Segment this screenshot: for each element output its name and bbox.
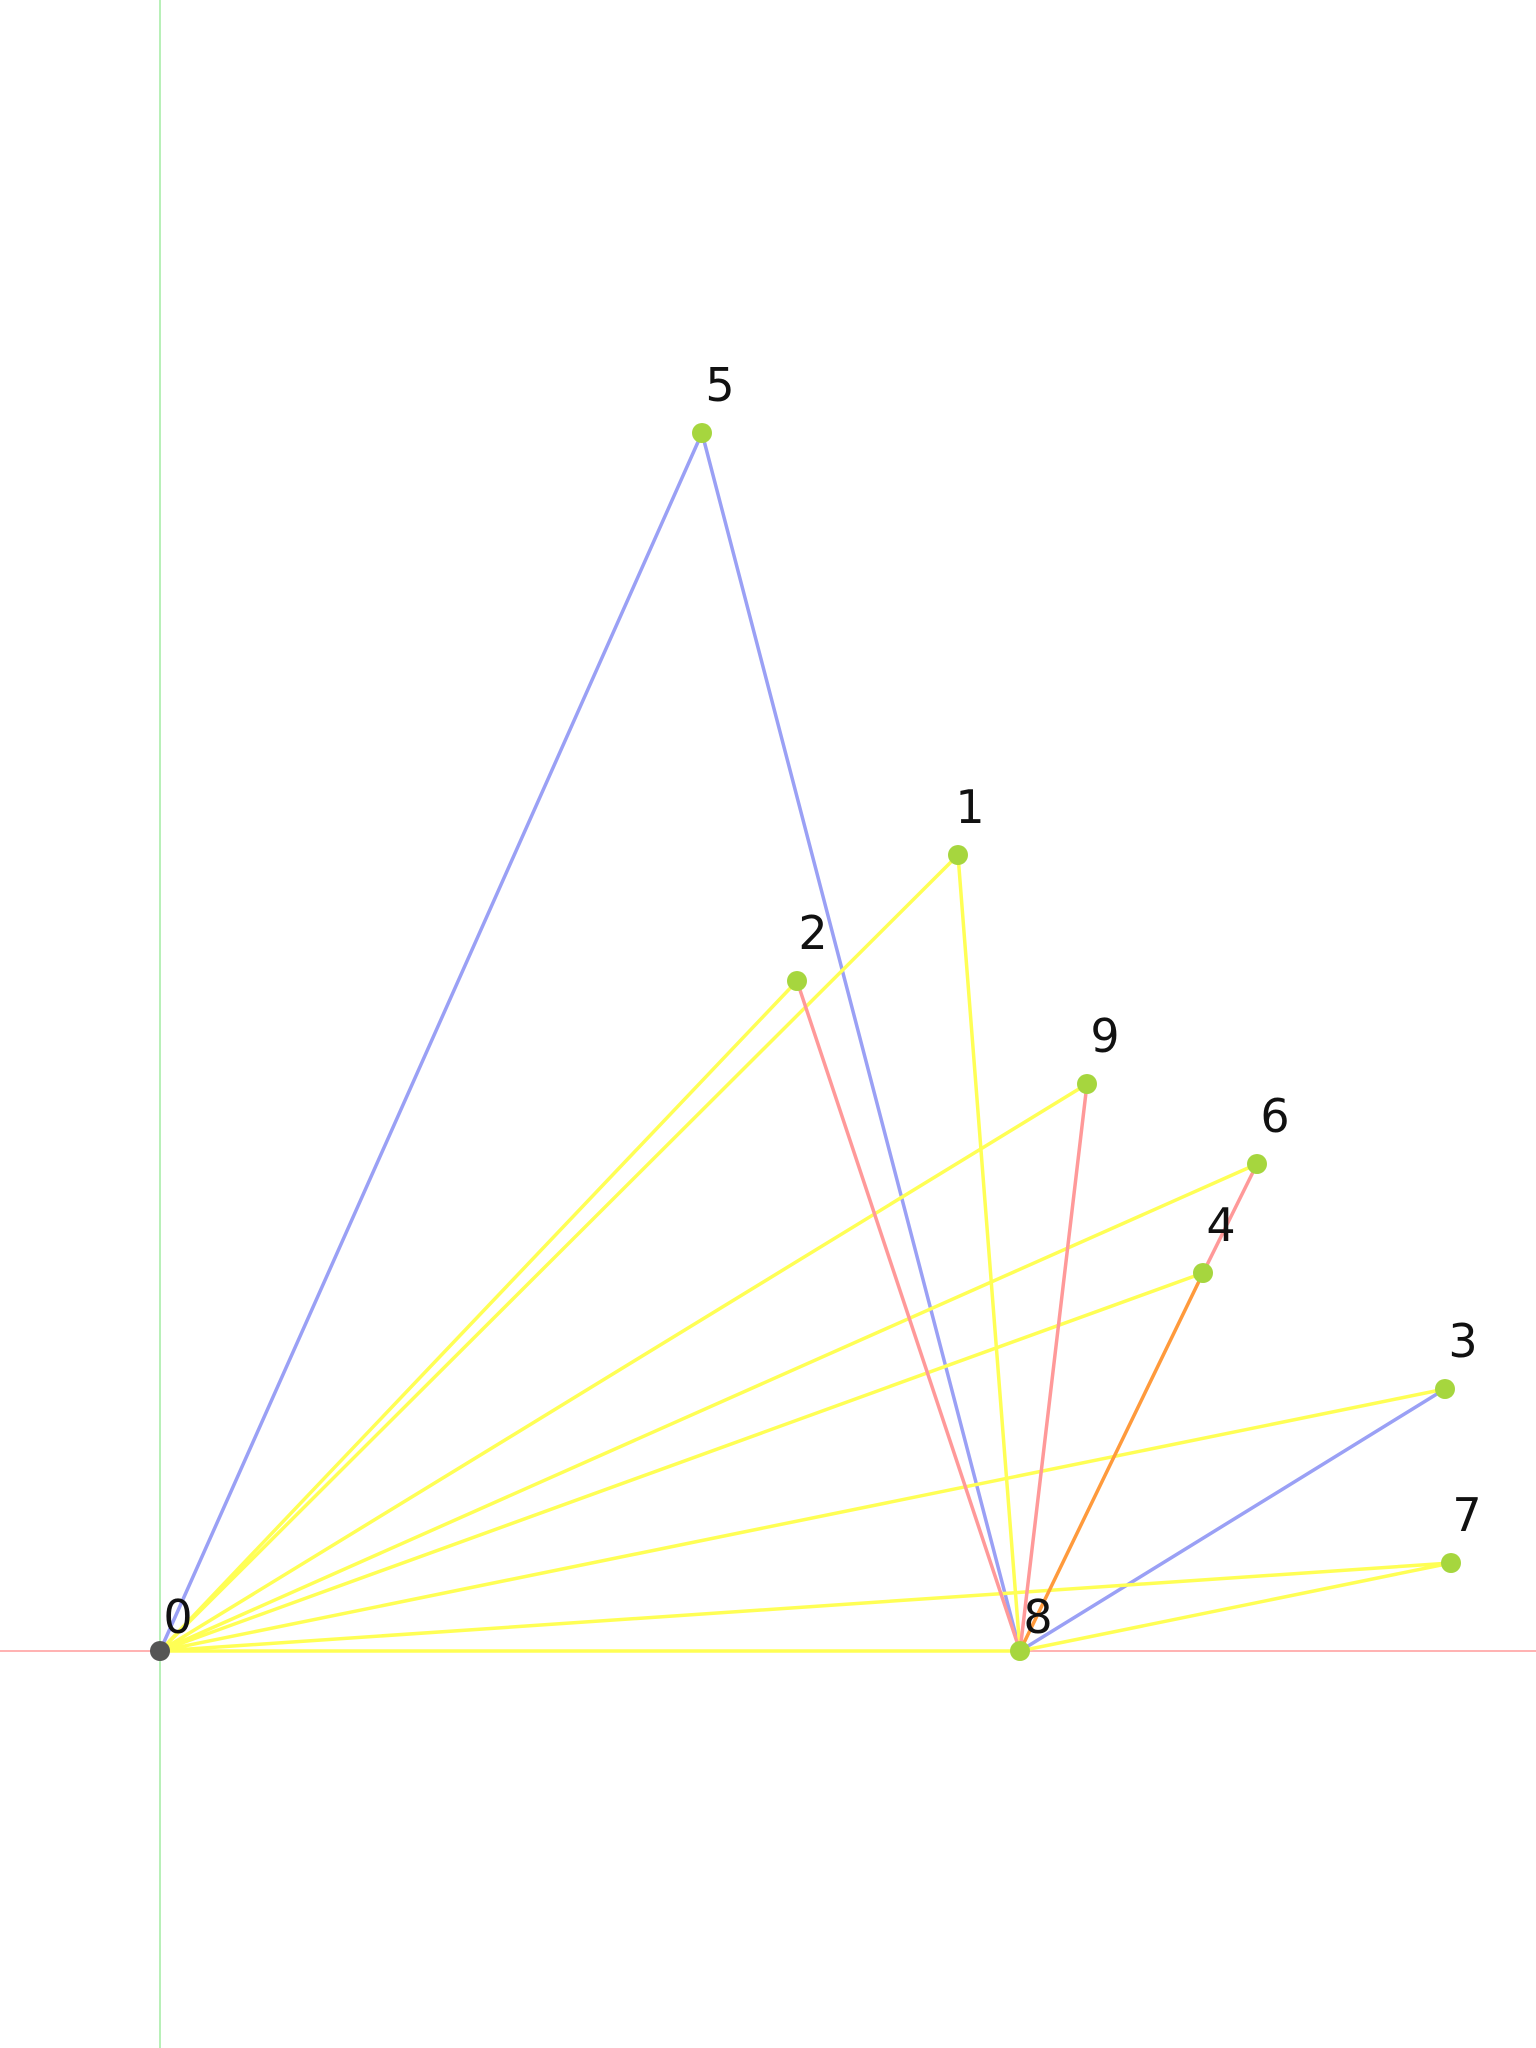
node-1 xyxy=(948,845,968,865)
node-label-9: 9 xyxy=(1090,1009,1119,1063)
node-label-4: 4 xyxy=(1206,1198,1235,1252)
edge-0-3 xyxy=(158,1387,1447,1653)
edge-0-7 xyxy=(158,1561,1453,1653)
edge-8-7 xyxy=(1018,1561,1453,1653)
node-4 xyxy=(1193,1263,1213,1283)
node-7 xyxy=(1441,1553,1461,1573)
edge-0-5 xyxy=(158,431,704,1653)
edge-6-4 xyxy=(1201,1162,1259,1275)
nodes-layer xyxy=(150,423,1461,1661)
node-3 xyxy=(1435,1379,1455,1399)
node-label-2: 2 xyxy=(798,906,827,960)
node-label-3: 3 xyxy=(1448,1314,1477,1368)
edge-8-3 xyxy=(1018,1387,1447,1653)
node-label-8: 8 xyxy=(1023,1590,1052,1644)
node-6 xyxy=(1247,1154,1267,1174)
edge-0-9 xyxy=(158,1082,1089,1653)
node-label-5: 5 xyxy=(705,358,734,412)
node-2 xyxy=(787,971,807,991)
edge-0-6 xyxy=(158,1162,1259,1653)
edge-1-8 xyxy=(956,853,1022,1653)
labels-layer: 0 1 2 3 4 5 6 7 8 9 xyxy=(163,358,1481,1644)
node-0 xyxy=(150,1641,170,1661)
node-8 xyxy=(1010,1641,1030,1661)
edge-0-4 xyxy=(158,1271,1205,1653)
edge-2-8 xyxy=(795,979,1022,1653)
node-label-7: 7 xyxy=(1452,1488,1481,1542)
node-label-0: 0 xyxy=(163,1590,192,1644)
edge-4-8 xyxy=(1018,1271,1205,1653)
node-9 xyxy=(1077,1074,1097,1094)
node-label-1: 1 xyxy=(955,780,984,834)
node-label-6: 6 xyxy=(1260,1089,1289,1143)
edge-0-2 xyxy=(158,979,799,1653)
edges-layer xyxy=(158,431,1453,1653)
edge-0-1 xyxy=(158,853,960,1653)
node-5 xyxy=(692,423,712,443)
edge-5-8 xyxy=(700,431,1022,1653)
edge-9-8 xyxy=(1018,1082,1089,1653)
